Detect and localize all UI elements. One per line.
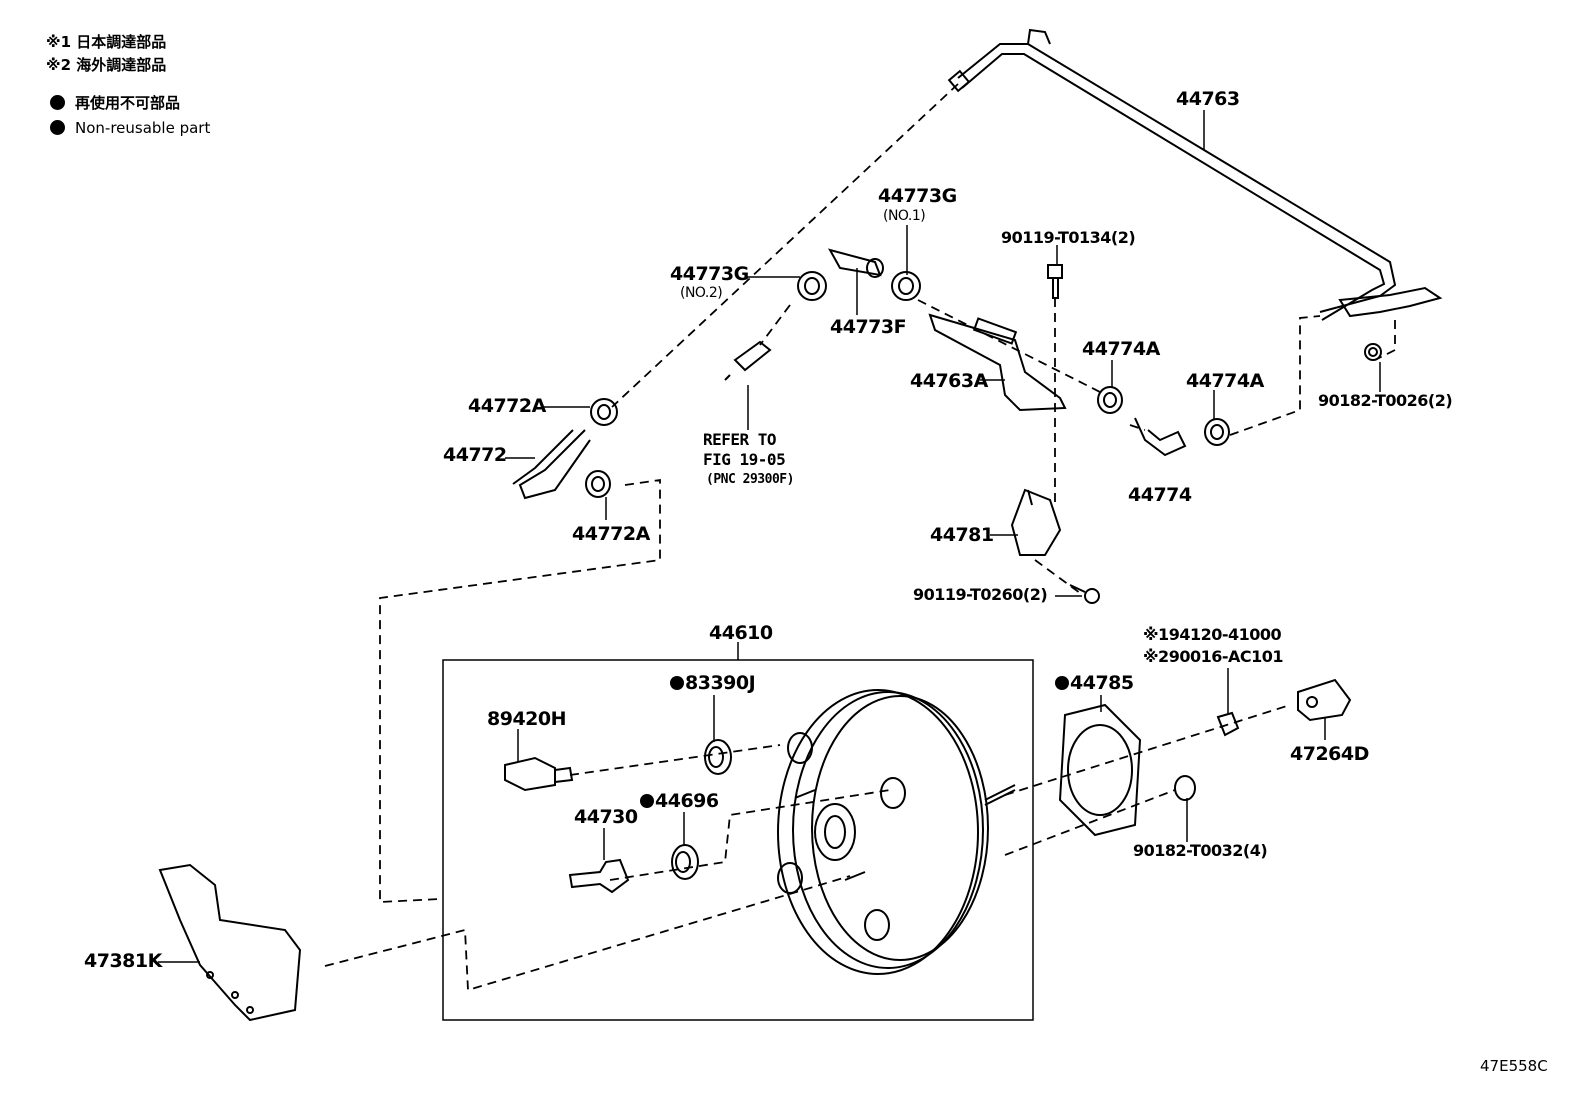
note-mark-1: ※1	[46, 33, 72, 51]
brake-booster	[777, 689, 1016, 975]
collar-and-nuts	[1174, 711, 1240, 801]
nonreusable-dot-icon	[50, 120, 65, 135]
part-label-44785[interactable]: 44785	[1055, 674, 1134, 693]
legend-note-1: ※1 日本調達部品	[46, 35, 166, 50]
nonreusable-en-text: Non-reusable part	[75, 119, 211, 137]
part-label-89420h[interactable]: 89420H	[487, 708, 567, 730]
legend-nonreusable-en: Non-reusable part	[50, 120, 210, 136]
vacuum-pipe-44763	[947, 28, 1443, 321]
part-label-44773g-no2[interactable]: 44773G	[670, 263, 749, 285]
legend-note-2: ※2 海外調達部品	[46, 58, 166, 73]
part-label-44773f[interactable]: 44773F	[830, 316, 907, 338]
part-label-44763a[interactable]: 44763A	[910, 370, 988, 392]
part-label-44610[interactable]: 44610	[709, 622, 773, 644]
part-number: 83390J	[685, 672, 756, 694]
nonreusable-dot-icon	[1055, 676, 1069, 690]
nonreusable-dot-icon	[50, 95, 65, 110]
part-label-47264d[interactable]: 47264D	[1290, 743, 1369, 765]
note-text-2: 海外調達部品	[76, 56, 167, 74]
bracket-47381k	[158, 863, 302, 1022]
note-mark-2: ※2	[46, 56, 72, 74]
refer-to-line-1: REFER TO	[703, 430, 777, 449]
part-label-44773g-no1-sub: (NO.1)	[883, 208, 926, 224]
bracket-47264d	[1297, 678, 1352, 722]
part-label-44773g-no2-sub: (NO.2)	[680, 285, 723, 301]
part-label-44763[interactable]: 44763	[1176, 88, 1240, 110]
legend-nonreusable-jp: 再使用不可部品	[50, 95, 180, 111]
bolts	[1047, 264, 1382, 604]
note-mark: ※1	[1143, 625, 1169, 644]
part-label-44696[interactable]: 44696	[640, 792, 719, 811]
bracket-44781	[1010, 488, 1062, 556]
part-label-44781[interactable]: 44781	[930, 524, 994, 546]
nonreusable-dot-icon	[640, 794, 654, 808]
part-label-47381k[interactable]: 47381K	[84, 950, 162, 972]
part-number: 94120-41000	[1168, 625, 1282, 644]
part-label-44773g-no1[interactable]: 44773G	[878, 185, 957, 207]
part-label-90119-t0134[interactable]: 90119-T0134(2)	[1001, 228, 1136, 247]
bracket-44763a	[928, 313, 1067, 412]
part-number: 90016-AC101	[1168, 647, 1284, 666]
figure-id: 47E558C	[1480, 1057, 1548, 1075]
leader-lines	[158, 110, 1381, 963]
assembly-dashed-lines	[324, 83, 1396, 992]
part-label-94120-41000[interactable]: ※194120-41000	[1143, 625, 1282, 644]
part-label-44772[interactable]: 44772	[443, 444, 507, 466]
part-number: 44785	[1070, 672, 1134, 694]
part-number: 44696	[655, 790, 719, 812]
part-label-44774a-1[interactable]: 44774A	[1082, 338, 1160, 360]
gasket-44785	[1058, 703, 1142, 837]
part-label-90119-t0260[interactable]: 90119-T0260(2)	[913, 585, 1048, 604]
part-label-44774[interactable]: 44774	[1128, 484, 1192, 506]
booster-small-parts	[504, 739, 732, 894]
part-label-90182-t0032[interactable]: 90182-T0032(4)	[1133, 841, 1268, 860]
part-label-90016-ac101[interactable]: ※290016-AC101	[1143, 647, 1284, 666]
part-label-44774a-2[interactable]: 44774A	[1186, 370, 1264, 392]
part-label-83390j[interactable]: 83390J	[670, 672, 756, 694]
nonreusable-dot-icon	[670, 676, 684, 690]
part-label-90182-t0026[interactable]: 90182-T0026(2)	[1318, 391, 1453, 410]
refer-to-line-3: (PNC 29300F)	[706, 472, 794, 487]
nonreusable-jp-text: 再使用不可部品	[75, 94, 181, 112]
hose-parts	[512, 248, 1230, 500]
refer-to-line-2[interactable]: FIG 19-05	[703, 450, 786, 469]
part-label-44772a-2[interactable]: 44772A	[572, 523, 650, 545]
note-text-1: 日本調達部品	[76, 33, 167, 51]
note-mark: ※2	[1143, 647, 1169, 666]
part-label-44730[interactable]: 44730	[574, 806, 638, 828]
part-label-44772a-1[interactable]: 44772A	[468, 395, 546, 417]
